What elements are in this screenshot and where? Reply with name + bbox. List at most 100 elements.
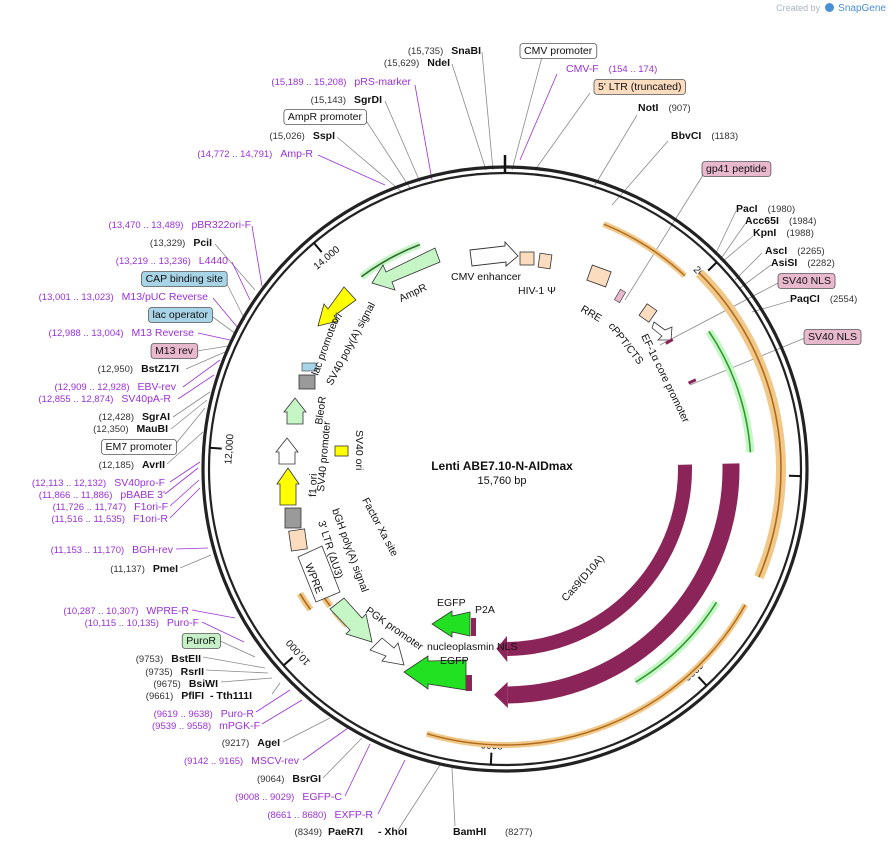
feature-name: AmpR promoter <box>288 111 363 123</box>
site-position: (15,026) <box>269 131 304 142</box>
plasmid-name: Lenti ABE7.10-N-AIDmax <box>431 459 573 473</box>
snapgene-credit: Created by SnapGene <box>776 3 886 14</box>
map-label: M13/pUC Reverse(13,001 .. 13,023) <box>39 291 209 303</box>
map-label: M13 Reverse(12,988 .. 13,004) <box>49 327 195 339</box>
site-name: PflFI <box>181 690 204 702</box>
feature-name: CAP binding site <box>146 273 224 285</box>
map-label: KpnI (1988) <box>753 227 814 239</box>
map-label: AscI(2265) <box>765 245 825 257</box>
map-label: SspI(15,026) <box>269 130 335 142</box>
map-label: EM7 promoter <box>101 440 176 455</box>
map-label: Puro-F(10,115 .. 10,135) <box>85 617 199 629</box>
site-name: pBABE 3' <box>120 489 165 501</box>
site-position: (9142 .. 9165) <box>184 756 243 767</box>
gp41-box <box>614 289 625 302</box>
map-label: AvrII (12,185) <box>99 459 165 471</box>
map-label: AmpR promoter <box>284 110 367 125</box>
site-name: KpnI <box>753 227 776 239</box>
site-name: pBR322ori-F <box>191 219 251 231</box>
site-name: MSCV-rev <box>251 755 300 767</box>
cppt-box <box>639 304 657 322</box>
site-name: M13 Reverse <box>132 327 195 339</box>
map-label: AsiSI(2282) <box>771 257 835 269</box>
site-position: (9619 .. 9638) <box>154 709 213 720</box>
nls-mark-1 <box>466 675 472 691</box>
site-name: BamHI <box>453 826 486 838</box>
f1-ori-arrow <box>277 468 299 505</box>
site-position: (12,855 .. 12,874) <box>38 394 113 405</box>
site-position: (1988) <box>786 228 813 239</box>
site-position: (12,185) <box>99 460 134 471</box>
map-label: PmeI (11,137) <box>110 563 178 575</box>
plasmid-size: 15,760 bp <box>478 475 527 487</box>
site-position: (10,287 .. 10,307) <box>63 606 138 617</box>
site-position: (13,001 .. 13,023) <box>39 292 114 303</box>
map-label: L4440 (13,219 .. 13,236) <box>116 255 228 267</box>
map-label: BsrGI(9064) <box>257 773 321 785</box>
site-position: (15,629) <box>384 58 419 69</box>
map-label: F1ori-R (11,516 .. 11,535) <box>51 513 168 525</box>
map-label: gp41 peptide <box>702 162 771 177</box>
map-label: M13 rev <box>151 344 198 359</box>
site-name: SgrAI <box>142 411 170 423</box>
site-name: SV40pro-F <box>114 477 165 489</box>
map-label: pBABE 3' (11,866 .. 11,886) <box>39 489 165 501</box>
green-arc-right-core <box>709 331 751 452</box>
site-name: BsiWI <box>189 678 218 690</box>
site-position: (9008 .. 9029) <box>235 792 294 803</box>
site-position: (11,516 .. 11,535) <box>51 514 125 525</box>
site-name: PacI <box>736 203 758 215</box>
pgk-arrow <box>330 598 372 642</box>
cas9-d10a-label: Cas9(D10A) <box>559 553 607 604</box>
site-name: BstEII <box>171 653 201 665</box>
site-name-extra: - XhoI <box>378 826 407 838</box>
site-name: AgeI <box>257 737 280 749</box>
pgk-label: PGK promoter <box>363 605 425 654</box>
site-position: (15,143) <box>311 95 346 106</box>
site-position: (8349) <box>295 827 322 838</box>
site-position: (13,219 .. 13,236) <box>116 256 191 267</box>
feature-name: CMV promoter <box>524 45 593 57</box>
feature-name: SV40 NLS <box>808 331 857 343</box>
sv40-promoter-arrow <box>276 438 298 464</box>
site-name: pRS-marker <box>354 76 411 88</box>
feature-name: M13 rev <box>155 345 194 357</box>
tick-mark <box>708 262 717 270</box>
tick-mark <box>284 657 293 665</box>
ltr3-box <box>289 529 308 551</box>
ltr-box <box>520 252 534 265</box>
rre-label: RRE <box>579 303 604 324</box>
site-name: L4440 <box>199 255 228 267</box>
site-name: BstZ17I <box>141 363 179 375</box>
ampr-label: AmpR <box>397 281 429 304</box>
site-position: (11,866 .. 11,886) <box>39 490 113 501</box>
orange-band-top <box>604 224 685 276</box>
bleor-arrow <box>284 398 306 424</box>
map-label: SV40 NLS <box>778 274 835 289</box>
site-name: PmeI <box>153 563 178 575</box>
site-position: (9675) <box>153 679 180 690</box>
site-name: EGFP-C <box>302 791 342 803</box>
site-name: AvrII <box>142 459 165 471</box>
sv40-ori-box <box>335 446 348 456</box>
site-position: (2265) <box>797 246 824 257</box>
site-position: (11,137) <box>110 564 145 575</box>
map-label: PacI(1980) <box>736 203 795 215</box>
site-name: BbvCI <box>671 130 701 142</box>
feature-name: lac operator <box>153 309 209 321</box>
site-position: (2554) <box>830 294 857 305</box>
map-label: EBV-rev(12,909 .. 12,928) <box>54 381 176 393</box>
site-name: mPGK-F <box>219 720 260 732</box>
feature-name: EM7 promoter <box>105 441 172 453</box>
p2a-label: P2A <box>475 604 495 616</box>
site-name: Puro-F <box>167 617 199 629</box>
map-label: CMV promoter <box>520 44 597 59</box>
p2a-mark <box>471 618 476 636</box>
map-label: BstEII(9753) <box>136 653 201 665</box>
site-name: Puro-R <box>221 708 255 720</box>
site-name: F1ori-R <box>133 513 168 525</box>
bgh-box <box>285 508 301 528</box>
site-name: MauBI <box>137 423 169 435</box>
map-label: SV40 NLS <box>804 330 861 345</box>
